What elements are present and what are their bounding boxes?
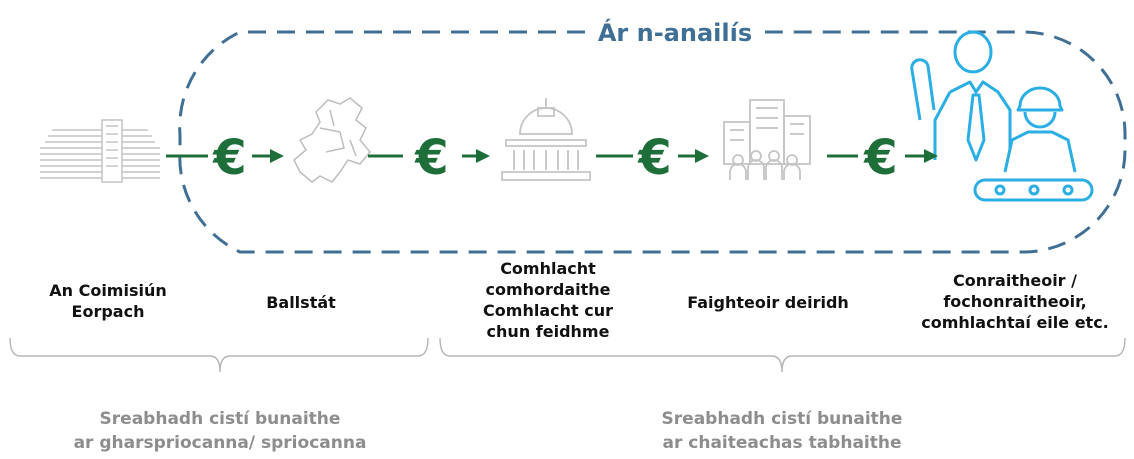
flow-arrow-2: €	[368, 130, 490, 186]
flow-arrow-4: €	[827, 130, 938, 186]
analysis-dashed-outline	[178, 30, 1127, 254]
node-label-european-commission: An Coimisiún Eorpach	[49, 281, 167, 321]
analysis-title: Ár n-anailís	[598, 18, 752, 47]
capitol-building-icon	[501, 98, 591, 181]
node-label-coordinating-body: Comhlacht comhordaithe Comhlacht cur chu…	[483, 259, 613, 341]
group-brace-left	[9, 337, 429, 373]
node-label-member-state: Ballstát	[266, 293, 336, 312]
euro-icon: €	[637, 130, 671, 186]
group-note-costs: Sreabhadh cistí bunaithe ar chaiteachas …	[661, 409, 903, 453]
node-label-contractor: Conraitheoir / fochonraitheoir, comhlach…	[921, 271, 1109, 332]
euro-icon: €	[414, 130, 448, 186]
contractor-workers-icon	[910, 30, 1094, 202]
office-people-icon	[723, 99, 811, 180]
group-brace-right	[439, 337, 1126, 373]
eu-map-icon	[293, 97, 371, 183]
node-label-final-recipient: Faighteoir deiridh	[687, 293, 849, 312]
flow-arrow-1: €	[166, 130, 284, 186]
commission-building-icon	[40, 119, 160, 183]
euro-icon: €	[212, 130, 246, 186]
euro-icon: €	[863, 130, 897, 186]
flow-arrow-3: €	[596, 130, 709, 186]
group-note-milestones: Sreabhadh cistí bunaithe ar gharspriocan…	[73, 409, 367, 453]
